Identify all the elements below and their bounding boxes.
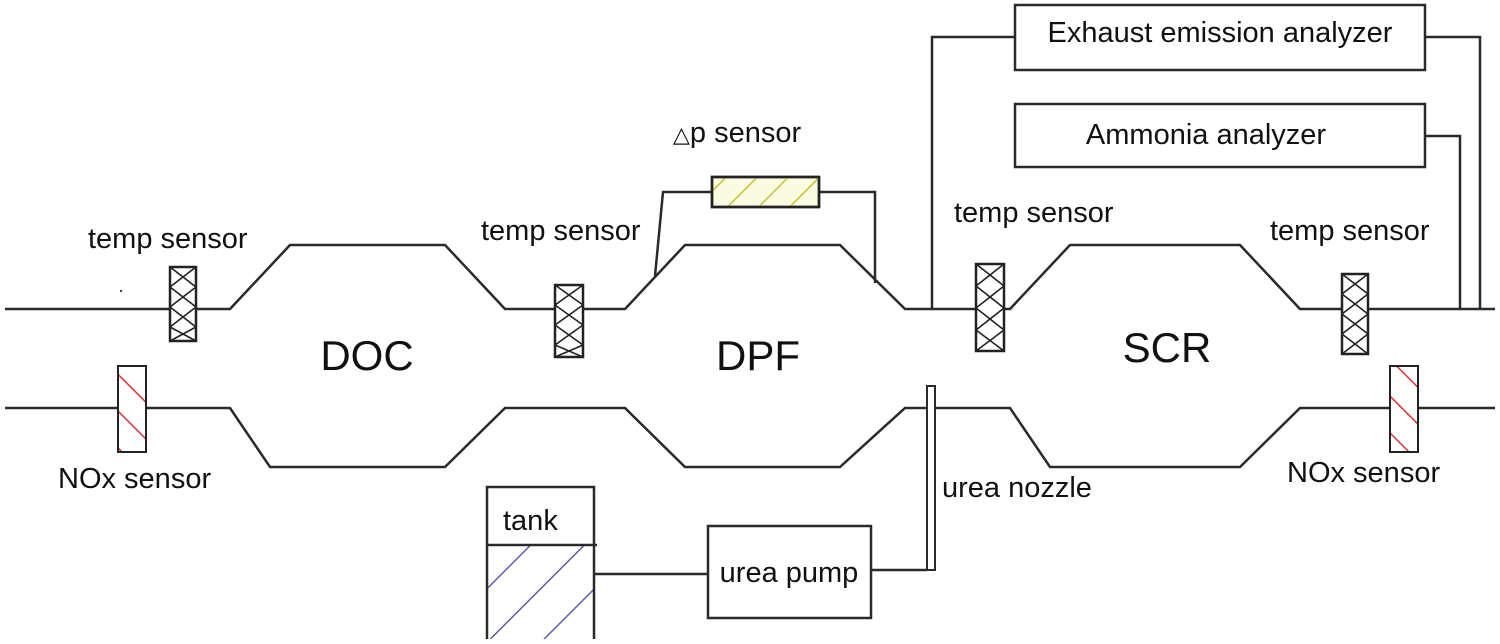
dp-sensor-label: △p sensor bbox=[673, 117, 801, 149]
ammonia-analyzer-box bbox=[1013, 102, 1427, 169]
tank-walls bbox=[485, 485, 596, 639]
temp-sensor-2-icon bbox=[553, 283, 585, 359]
temp-sensor-3-icon bbox=[974, 262, 1006, 353]
urea-pump-label: urea pump bbox=[720, 557, 859, 589]
temp-sensor-4-icon bbox=[1340, 272, 1370, 356]
urea-nozzle-icon bbox=[926, 385, 936, 571]
temp-sensor-4-label: temp sensor bbox=[1270, 215, 1430, 247]
nox-sensor-outlet-icon bbox=[1389, 365, 1419, 453]
nox-sensor-outlet-label: NOx sensor bbox=[1287, 457, 1440, 489]
tank-label: tank bbox=[503, 505, 558, 537]
exhaust-emission-analyzer-box bbox=[1013, 3, 1427, 72]
temp-sensor-3-label: temp sensor bbox=[954, 197, 1114, 229]
exhaust-analyzer-outlet-line bbox=[1425, 35, 1482, 309]
exhaust-emission-analyzer-label: Exhaust emission analyzer bbox=[1048, 17, 1393, 49]
urea-tank bbox=[485, 485, 597, 639]
urea-pump-box bbox=[706, 524, 873, 620]
temp-sensor-1-icon bbox=[168, 265, 198, 343]
temp-sensor-2-label: temp sensor bbox=[481, 215, 641, 247]
ammonia-analyzer-label: Ammonia analyzer bbox=[1086, 119, 1326, 151]
doc-label: DOC bbox=[320, 332, 413, 379]
exhaust-analyzer-sample-line bbox=[930, 35, 1015, 309]
temp-sensor-1-label: temp sensor bbox=[88, 223, 248, 255]
nox-sensor-inlet-label: NOx sensor bbox=[58, 463, 211, 495]
urea-nozzle-label: urea nozzle bbox=[942, 472, 1092, 504]
stray-dot bbox=[119, 289, 123, 293]
dpf-label: DPF bbox=[716, 332, 800, 379]
nox-sensor-inlet-icon bbox=[117, 365, 147, 453]
pipe-upper-wall bbox=[5, 243, 1495, 311]
tank-liquid-icon bbox=[487, 545, 594, 639]
pipe-lower-wall bbox=[5, 406, 1495, 469]
scr-label: SCR bbox=[1123, 324, 1212, 371]
ammonia-analyzer-line bbox=[1425, 134, 1462, 309]
dp-sensor-label-text: p sensor bbox=[690, 117, 802, 149]
dp-sensor-line-upstream bbox=[653, 190, 712, 277]
dp-sensor-icon bbox=[710, 175, 821, 209]
dp-sensor-line-downstream bbox=[819, 190, 877, 283]
delta-symbol: △ bbox=[673, 122, 690, 147]
